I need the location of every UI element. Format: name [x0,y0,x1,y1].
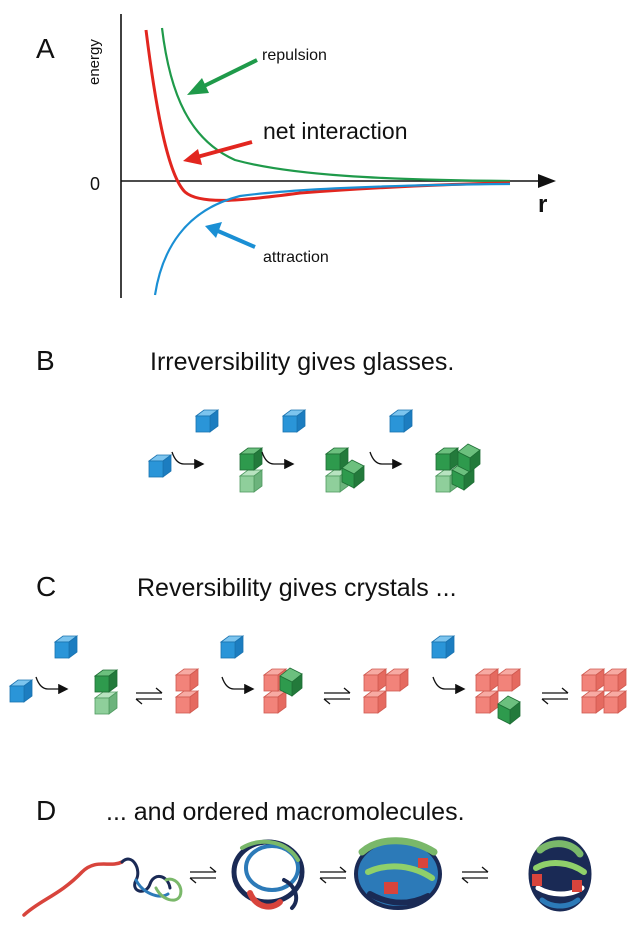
cube-blue [220,635,244,659]
add-arrow [370,452,400,464]
cube-red [475,690,499,714]
x-axis-label: r [538,191,547,218]
repulsion-arrowhead [187,78,209,95]
add-arrow [433,677,463,689]
cube-blue [195,409,219,433]
cube-green [435,447,459,471]
equilibrium-arrows [461,866,489,884]
cube-red [175,690,199,714]
cube-red [603,690,627,714]
equilibrium-arrows [319,866,347,884]
add-arrow [36,677,66,689]
cube-green-tilted [497,695,521,725]
cube-red [497,668,521,692]
cube-blue [389,409,413,433]
equilibrium-arrows [135,687,163,705]
repulsion-arrow [199,58,258,90]
panel-c: C Reversibility gives crystals ... [9,571,627,725]
partially-folded-protein [231,839,305,910]
repulsion-label: repulsion [262,47,327,64]
y-axis-label: energy [86,39,103,85]
cube-red [581,690,605,714]
add-arrow [262,452,292,464]
cube-green [94,669,118,693]
attraction-label: attraction [263,249,329,266]
add-arrow [172,452,202,464]
zero-label: 0 [90,174,100,194]
panel-c-title: Reversibility gives crystals ... [137,574,457,602]
cube-blue [431,635,455,659]
compact-protein [354,837,442,910]
equilibrium-arrows [189,866,217,884]
net-interaction-label: net interaction [263,118,407,144]
panel-b-letter: B [36,345,55,376]
folded-protein [528,836,592,912]
equilibrium-arrows [323,687,351,705]
add-arrow [222,677,252,689]
cube-red [385,668,409,692]
panel-b: B Irreversibility gives glasses. [36,345,481,493]
equilibrium-arrows [541,687,569,705]
cube-blue [148,454,172,478]
unfolded-chain [22,857,183,917]
cube-blue [9,679,33,703]
cube-green-tilted [457,443,481,473]
net-arrow [196,140,253,159]
cube-green [239,447,263,471]
repulsion-curve [160,27,511,183]
cube-red [475,668,499,692]
cube-blue [282,409,306,433]
attraction-arrow [217,229,256,249]
cube-blue [54,635,78,659]
panel-a: A energy 0 r repulsion net interaction a… [36,14,556,298]
cube-red [363,690,387,714]
panel-d-letter: D [36,795,56,826]
cube-light-green [239,469,263,493]
cube-light-green [94,691,118,715]
cube-red [581,668,605,692]
panel-b-title: Irreversibility gives glasses. [150,348,454,376]
cube-red [603,668,627,692]
panel-c-letter: C [36,571,56,602]
cube-red [363,668,387,692]
panel-a-letter: A [36,33,55,64]
cube-red [263,690,287,714]
panel-d-title: ... and ordered macromolecules. [106,798,465,826]
attraction-curve [153,182,511,296]
cube-red [175,668,199,692]
net-arrowhead [183,149,202,165]
panel-d: D ... and ordered macromolecules. [22,795,592,917]
attraction-arrowhead [205,222,222,238]
x-axis-arrowhead [538,174,556,188]
